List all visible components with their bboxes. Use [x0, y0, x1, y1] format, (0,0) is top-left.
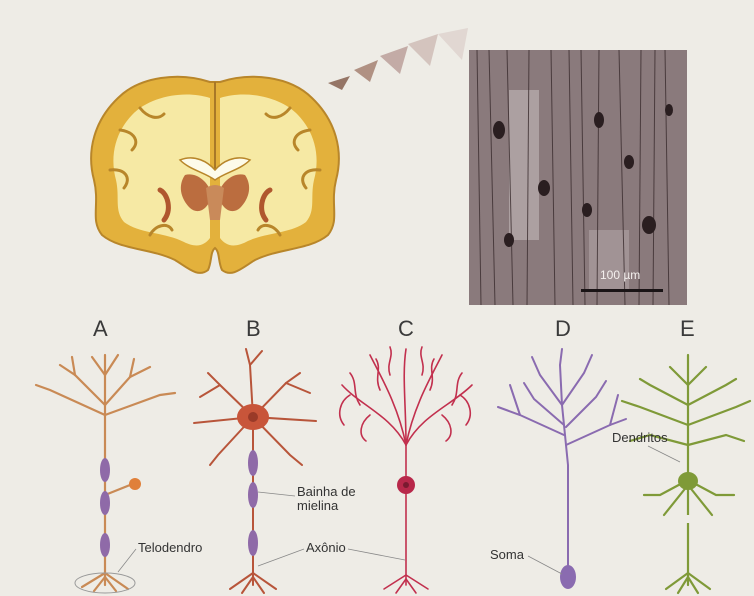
leader-lines: [0, 0, 754, 596]
neuron-types-figure: 100 µm A B C D E: [0, 0, 754, 596]
